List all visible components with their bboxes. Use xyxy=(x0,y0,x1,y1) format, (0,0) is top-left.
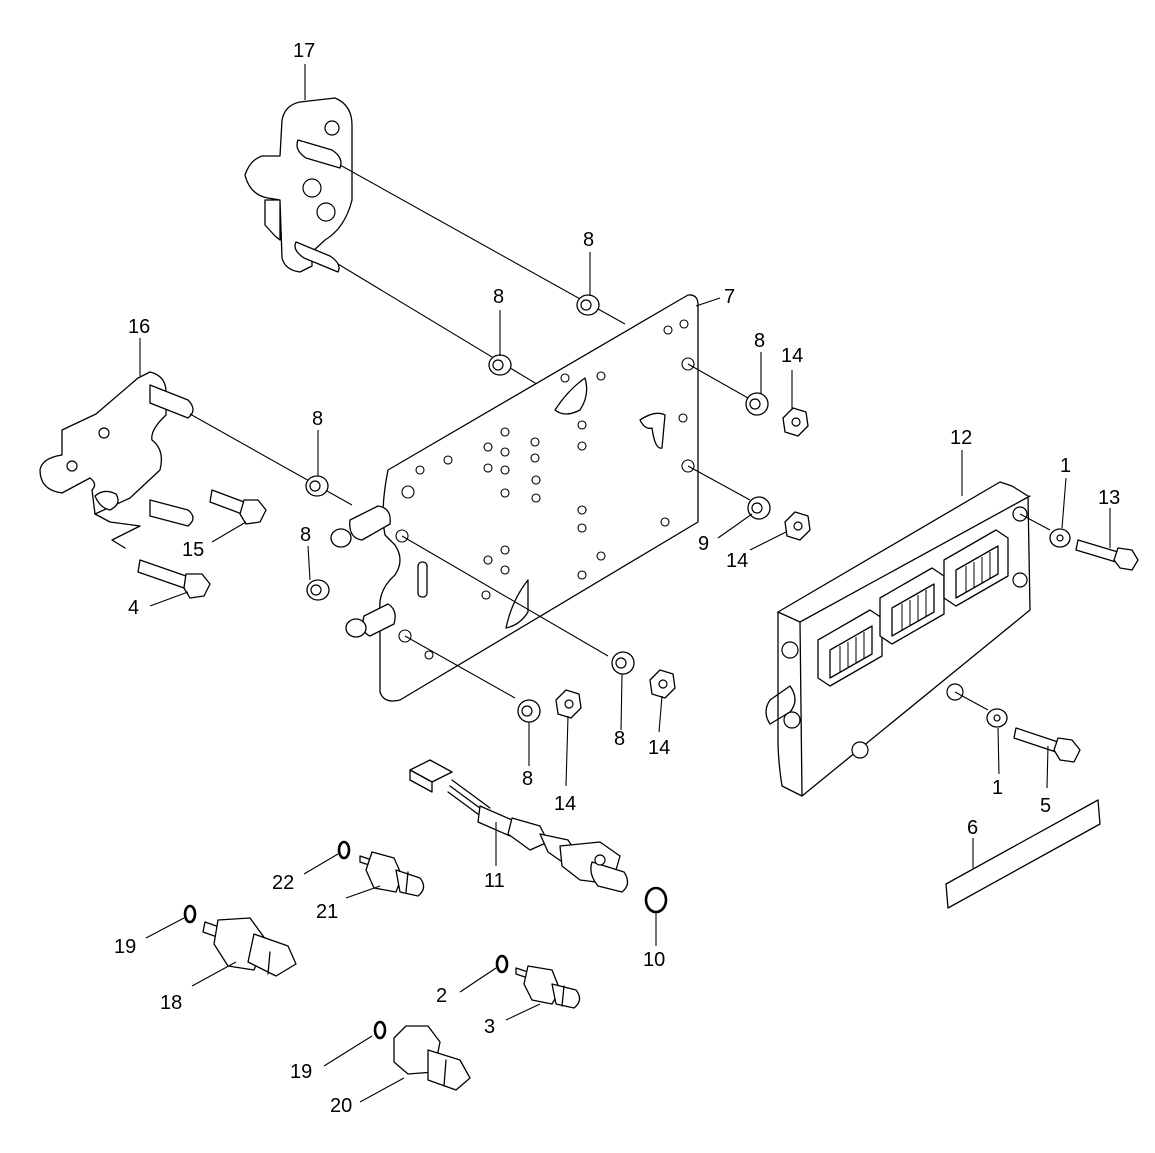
callout-8: 8 xyxy=(300,524,311,546)
callout-8: 8 xyxy=(493,286,504,308)
part-11-harness-sensor[interactable] xyxy=(409,759,629,893)
leader-12-washer-b xyxy=(954,691,989,711)
part-14-nut-d[interactable] xyxy=(555,689,582,719)
callout-4: 4 xyxy=(128,597,139,619)
part-8-bushing-a[interactable] xyxy=(576,294,600,316)
part-13-bolt[interactable] xyxy=(1075,539,1139,571)
callout-1: 1 xyxy=(1060,455,1071,477)
leader-12-washer xyxy=(1019,513,1051,531)
part-8-bushing-e[interactable] xyxy=(306,579,330,601)
callout-22: 22 xyxy=(272,872,294,894)
callout-3: 3 xyxy=(484,1016,495,1038)
part-19-o-ring-b[interactable] xyxy=(373,1020,387,1040)
callout-leaders xyxy=(139,64,1111,1103)
callout-8: 8 xyxy=(754,330,765,352)
part-1-washer-b[interactable] xyxy=(986,708,1008,728)
part-14-nut-b[interactable] xyxy=(784,511,811,541)
callout-20: 20 xyxy=(330,1095,352,1117)
part-20-temperature-sensor[interactable] xyxy=(393,1025,471,1091)
part-8-bushing-g[interactable] xyxy=(517,699,541,723)
callout-14: 14 xyxy=(648,737,670,759)
part-8-bushing-c[interactable] xyxy=(745,392,769,416)
part-10-o-ring[interactable] xyxy=(644,886,668,914)
part-22-o-ring[interactable] xyxy=(337,840,351,860)
callout-8: 8 xyxy=(614,728,625,750)
callout-8: 8 xyxy=(522,768,533,790)
part-2-o-ring[interactable] xyxy=(495,954,509,974)
callout-9: 9 xyxy=(698,533,709,555)
callout-6: 6 xyxy=(967,817,978,839)
callout-8: 8 xyxy=(583,229,594,251)
leader-17-upper xyxy=(339,164,626,325)
leader-plate-right-upper xyxy=(687,363,749,399)
callout-21: 21 xyxy=(316,901,338,923)
callout-10: 10 xyxy=(643,949,665,971)
leader-plate-bottom xyxy=(404,635,516,699)
leader-plate-right-lower xyxy=(687,465,751,501)
callout-5: 5 xyxy=(1040,795,1051,817)
part-6-label[interactable] xyxy=(945,799,1101,909)
part-3-pressure-switch[interactable] xyxy=(515,965,581,1009)
callout-19: 19 xyxy=(290,1061,312,1083)
callout-14: 14 xyxy=(726,550,748,572)
part-5-bolt[interactable] xyxy=(1013,727,1081,763)
callout-8: 8 xyxy=(312,408,323,430)
callout-18: 18 xyxy=(160,992,182,1014)
callout-15: 15 xyxy=(182,539,204,561)
part-9-bushing[interactable] xyxy=(747,496,771,520)
callout-13: 13 xyxy=(1098,487,1120,509)
part-8-bushing-b[interactable] xyxy=(488,354,512,376)
callout-7: 7 xyxy=(724,286,735,308)
part-21-pressure-switch[interactable] xyxy=(359,851,425,897)
part-19-o-ring-a[interactable] xyxy=(183,904,197,924)
callout-12: 12 xyxy=(950,427,972,449)
callout-2: 2 xyxy=(436,985,447,1007)
part-17-bracket[interactable] xyxy=(244,97,353,273)
part-18-pressure-switch[interactable] xyxy=(202,917,297,977)
part-7-separator-plate[interactable] xyxy=(330,294,699,702)
part-4-bolt[interactable] xyxy=(137,559,211,599)
callout-11: 11 xyxy=(484,870,505,892)
callout-14: 14 xyxy=(554,793,576,815)
part-15-bolt[interactable] xyxy=(209,489,267,525)
part-12-control-module[interactable] xyxy=(765,481,1031,797)
callout-16: 16 xyxy=(128,316,150,338)
part-8-bushing-d[interactable] xyxy=(305,475,329,497)
part-14-nut-c[interactable] xyxy=(649,669,676,699)
part-1-washer-a[interactable] xyxy=(1049,528,1071,548)
part-8-bushing-f[interactable] xyxy=(611,651,635,675)
callout-19: 19 xyxy=(114,936,136,958)
callout-1: 1 xyxy=(992,777,1003,799)
part-14-nut-a[interactable] xyxy=(782,407,809,437)
callout-labels: 17 8 8 7 8 14 16 8 12 1 13 15 9 14 8 4 8… xyxy=(114,40,1120,1117)
callout-17: 17 xyxy=(293,40,315,62)
leader-plate-lower xyxy=(401,535,609,657)
callout-14: 14 xyxy=(781,345,803,367)
part-16-bracket[interactable] xyxy=(39,371,194,549)
